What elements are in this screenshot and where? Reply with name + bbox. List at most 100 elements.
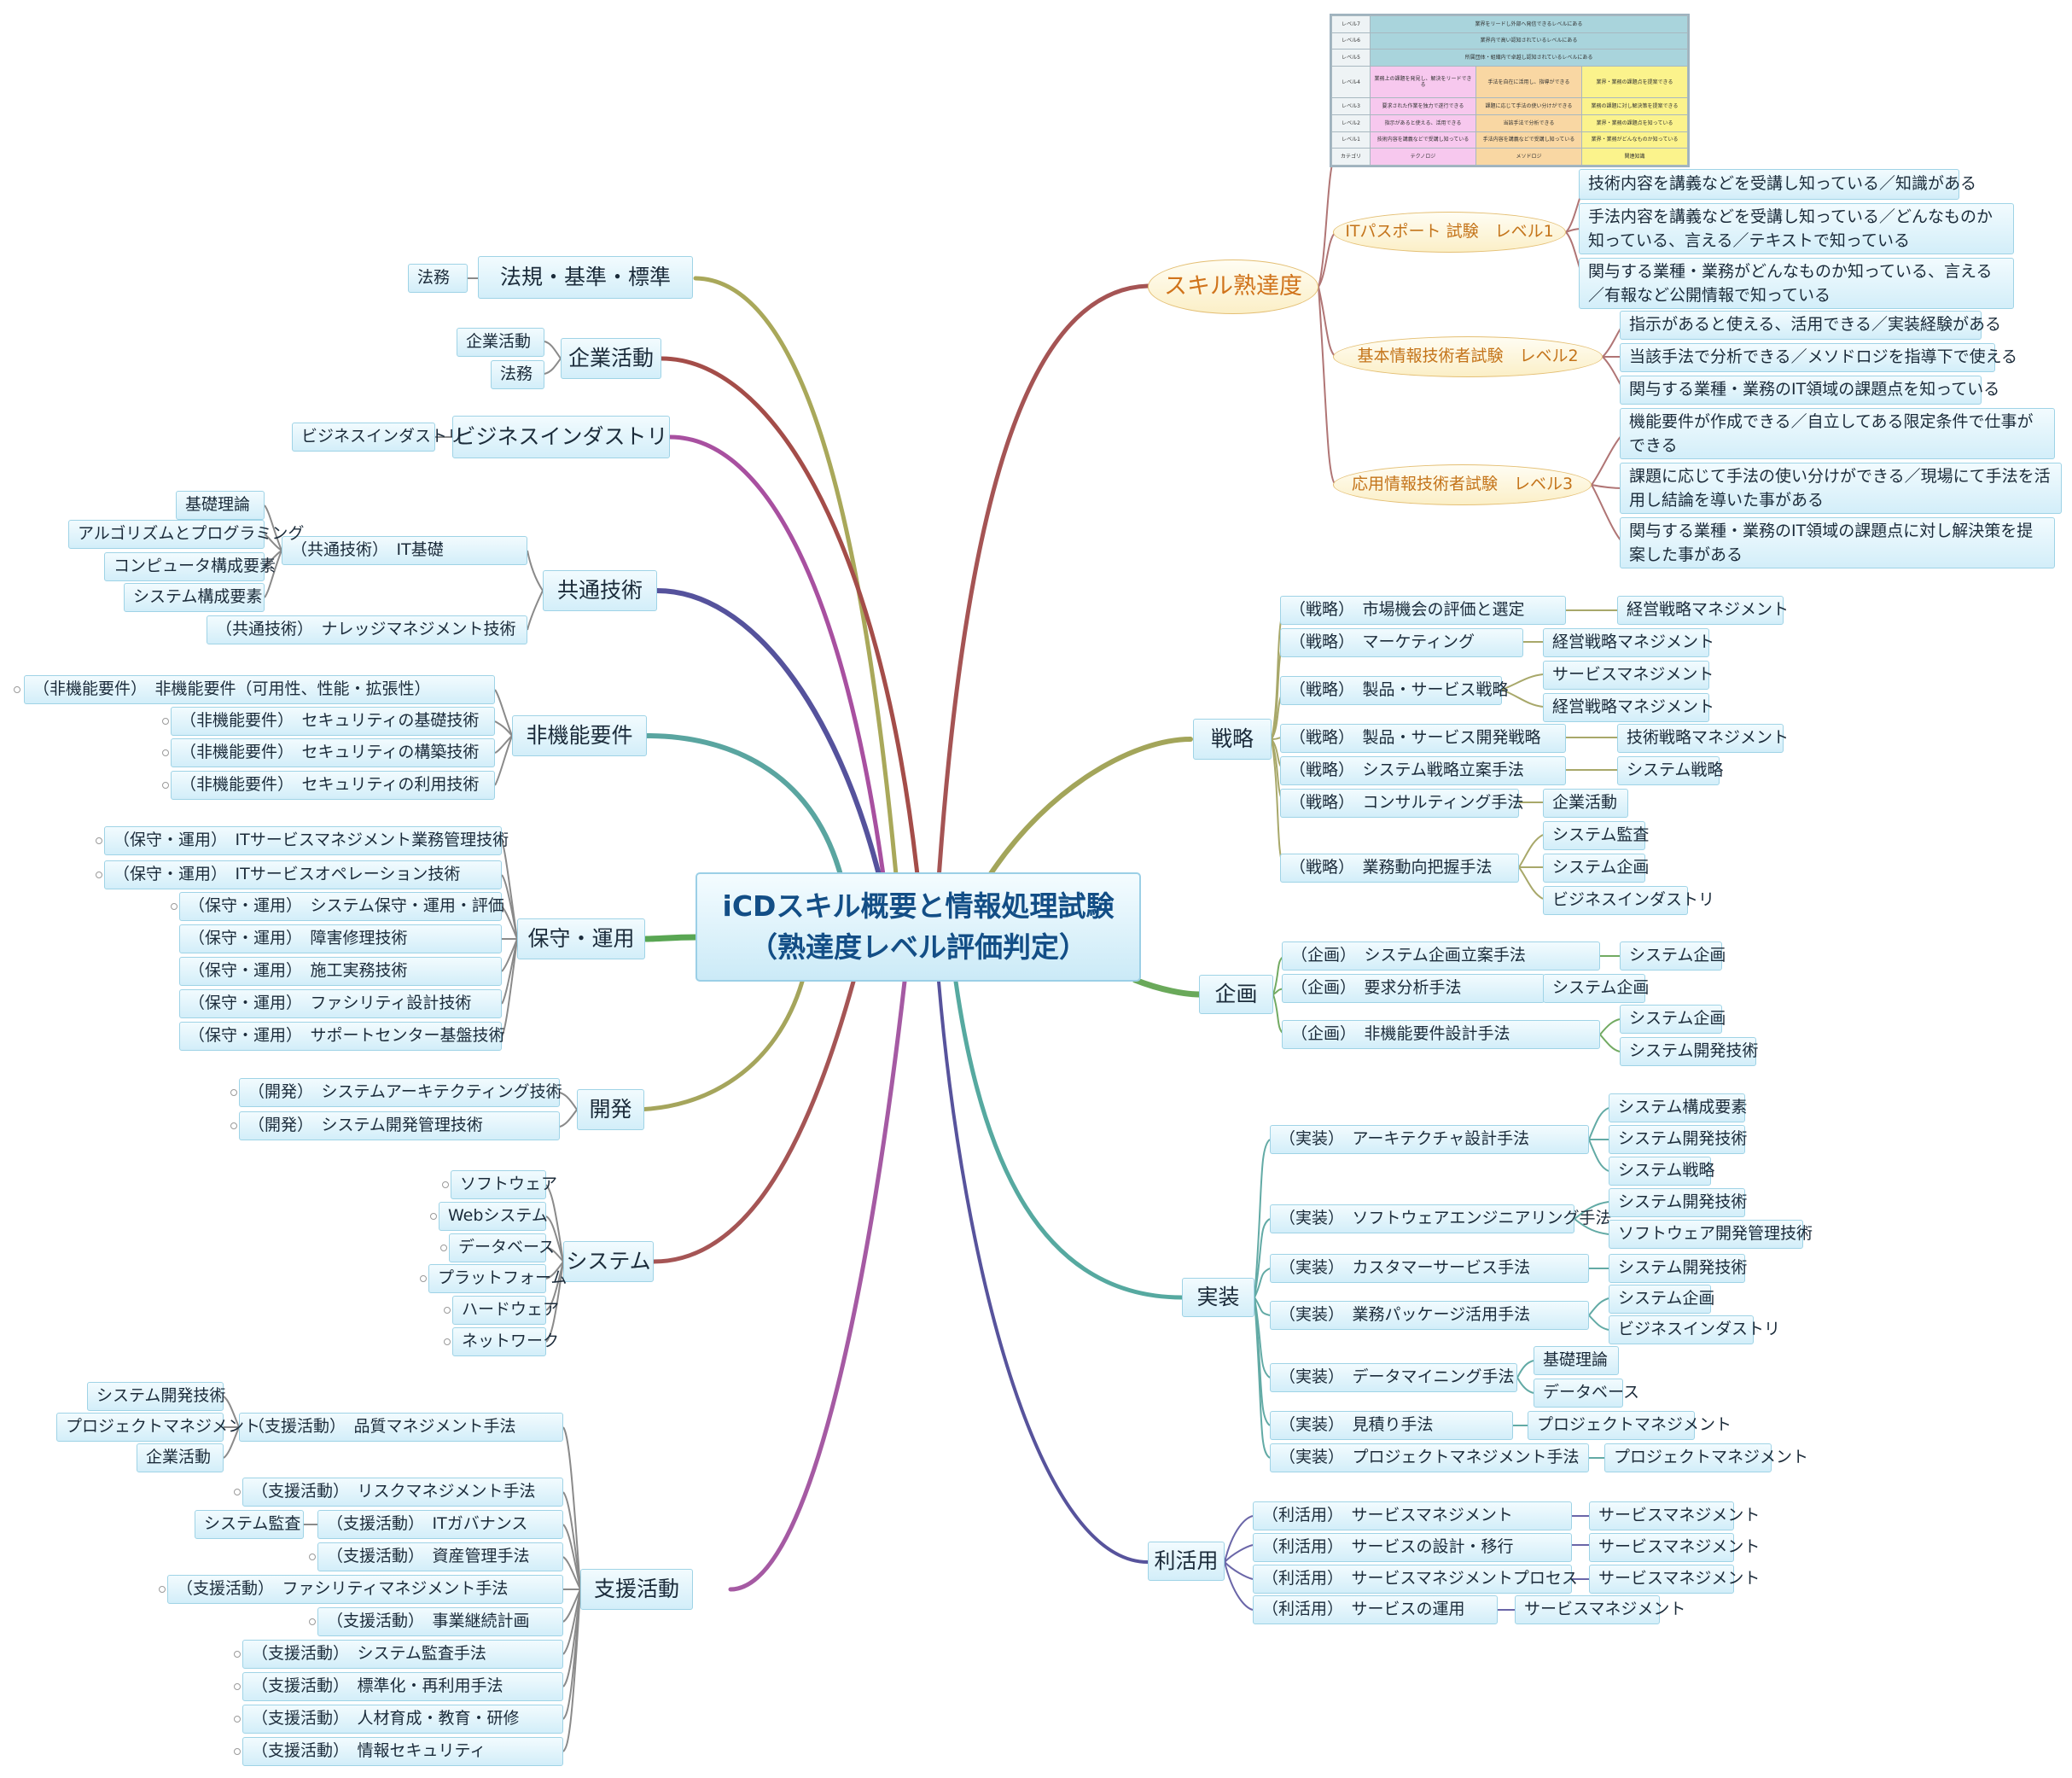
senryaku-item[interactable]: （戦略） マーケティング (1280, 628, 1523, 657)
kyotsu-leaf[interactable]: アルゴリズムとプログラミング (68, 520, 304, 549)
expand-toggle-icon[interactable] (234, 1489, 241, 1495)
hikino-item[interactable]: （非機能要件） セキュリティの基礎技術 (171, 707, 495, 736)
central-topic[interactable]: iCDスキル概要と情報処理試験 （熟達度レベル評価判定） (696, 872, 1141, 982)
topic-jisso[interactable]: 実装 (1182, 1278, 1254, 1317)
kyotsu-item[interactable]: （共通技術） ナレッジマネジメント技術 (207, 615, 527, 644)
senryaku-leaf[interactable]: システム戦略 (1617, 756, 1723, 785)
expand-toggle-icon[interactable] (162, 782, 169, 789)
hoshu-item[interactable]: （保守・運用） ITサービスマネジメント業務管理技術 (104, 826, 509, 855)
shien-item[interactable]: （支援活動） 情報セキュリティ (242, 1737, 563, 1766)
jisso-leaf[interactable]: システム開発技術 (1609, 1254, 1747, 1283)
expand-toggle-icon[interactable] (234, 1716, 241, 1723)
jisso-item[interactable]: （実装） 業務パッケージ活用手法 (1270, 1301, 1589, 1330)
expand-toggle-icon[interactable] (444, 1338, 451, 1345)
expand-toggle-icon[interactable] (234, 1683, 241, 1690)
shien-leaf[interactable]: プロジェクトマネジメント (56, 1413, 260, 1442)
rikatsu-item[interactable]: （利活用） サービスの運用 (1253, 1595, 1498, 1624)
rikatsu-item[interactable]: （利活用） サービスマネジメント (1253, 1501, 1572, 1530)
kikaku-item[interactable]: （企画） 要求分析手法 (1282, 974, 1545, 1003)
skill-item[interactable]: 手法内容を講義などを受講し知っている／どんなものか知っている、言える／テキストで… (1579, 203, 2014, 254)
skill-item[interactable]: 関与する業種・業務がどんなものか知っている、言える／有報など公開情報で知っている (1579, 258, 2014, 309)
senryaku-leaf[interactable]: 企業活動 (1543, 789, 1628, 818)
kigyo-leaf[interactable]: 企業活動 (457, 328, 544, 357)
system-leaf[interactable]: ネットワーク (452, 1327, 559, 1356)
jisso-leaf[interactable]: システム開発技術 (1609, 1125, 1747, 1154)
topic-shien[interactable]: 支援活動 (580, 1569, 693, 1610)
system-leaf[interactable]: Webシステム (439, 1202, 548, 1231)
hikino-item[interactable]: （非機能要件） セキュリティの構築技術 (171, 738, 495, 767)
expand-toggle-icon[interactable] (440, 1245, 447, 1251)
hoshu-item[interactable]: （保守・運用） ITサービスオペレーション技術 (104, 860, 502, 889)
senryaku-leaf[interactable]: 経営戦略マネジメント (1543, 693, 1714, 722)
kikaku-leaf[interactable]: システム企画 (1543, 974, 1649, 1003)
jisso-item[interactable]: （実装） データマイニング手法 (1270, 1363, 1517, 1392)
shien-item[interactable]: （支援活動） 事業継続計画 (317, 1607, 563, 1636)
jisso-item[interactable]: （実装） アーキテクチャ設計手法 (1270, 1125, 1589, 1154)
kikaku-item[interactable]: （企画） システム企画立案手法 (1282, 941, 1600, 971)
jisso-item[interactable]: （実装） カスタマーサービス手法 (1270, 1254, 1589, 1283)
senryaku-leaf[interactable]: 経営戦略マネジメント (1617, 596, 1789, 625)
shien-item[interactable]: （支援活動） 人材育成・教育・研修 (242, 1705, 563, 1734)
senryaku-item[interactable]: （戦略） コンサルティング手法 (1280, 789, 1523, 818)
expand-toggle-icon[interactable] (230, 1122, 237, 1129)
expand-toggle-icon[interactable] (159, 1586, 166, 1593)
system-leaf[interactable]: プラットフォーム (428, 1264, 567, 1293)
shien-item[interactable]: （支援活動） ITガバナンス (317, 1510, 563, 1539)
senryaku-item[interactable]: （戦略） システム戦略立案手法 (1280, 756, 1566, 785)
jisso-leaf[interactable]: データベース (1534, 1379, 1639, 1408)
kyotsu-item[interactable]: （共通技術） IT基礎 (282, 536, 527, 565)
expand-toggle-icon[interactable] (230, 1089, 237, 1096)
hoshu-item[interactable]: （保守・運用） ファシリティ設計技術 (179, 989, 502, 1018)
skill-item[interactable]: 技術内容を講義などを受講し知っている／知識がある (1579, 169, 1976, 200)
shien-item[interactable]: （支援活動） 品質マネジメント手法 (239, 1413, 563, 1442)
system-leaf[interactable]: データベース (449, 1233, 555, 1262)
expand-toggle-icon[interactable] (162, 718, 169, 725)
jisso-item[interactable]: （実装） ソフトウェアエンジニアリング手法 (1270, 1204, 1612, 1233)
shien-leaf[interactable]: システム監査 (195, 1510, 304, 1539)
expand-toggle-icon[interactable] (430, 1213, 437, 1220)
senryaku-item[interactable]: （戦略） 市場機会の評価と選定 (1280, 596, 1566, 625)
exam-applied[interactable]: 応用情報技術者試験 レベル3 (1333, 464, 1592, 505)
rikatsu-item[interactable]: （利活用） サービスの設計・移行 (1253, 1533, 1572, 1562)
biz-leaf[interactable]: ビジネスインダストリ (292, 423, 463, 452)
expand-toggle-icon[interactable] (420, 1275, 427, 1282)
expand-toggle-icon[interactable] (442, 1181, 449, 1188)
topic-kyotsu[interactable]: 共通技術 (543, 570, 657, 611)
jisso-leaf[interactable]: システム開発技術 (1609, 1188, 1747, 1217)
topic-skill-level[interactable]: スキル熟達度 (1148, 259, 1318, 314)
system-leaf[interactable]: ハードウェア (452, 1296, 559, 1325)
exam-fundamental[interactable]: 基本情報技術者試験 レベル2 (1333, 336, 1603, 377)
expand-toggle-icon[interactable] (309, 1554, 316, 1560)
kyotsu-leaf[interactable]: コンピュータ構成要素 (104, 552, 276, 581)
senryaku-item[interactable]: （戦略） 製品・サービス戦略 (1280, 676, 1509, 705)
expand-toggle-icon[interactable] (96, 872, 102, 878)
kyotsu-leaf[interactable]: システム構成要素 (124, 583, 265, 612)
expand-toggle-icon[interactable] (234, 1651, 241, 1658)
houki-leaf[interactable]: 法務 (408, 264, 468, 293)
senryaku-leaf[interactable]: システム企画 (1543, 854, 1649, 883)
expand-toggle-icon[interactable] (171, 903, 178, 910)
skill-item[interactable]: 指示があると使える、活用できる／実装経験がある (1620, 311, 2001, 340)
shien-leaf[interactable]: 企業活動 (137, 1443, 224, 1472)
hikino-item[interactable]: （非機能要件） セキュリティの利用技術 (171, 771, 495, 800)
topic-kaihatsu[interactable]: 開発 (577, 1089, 644, 1130)
expand-toggle-icon[interactable] (162, 749, 169, 756)
topic-senryaku[interactable]: 戦略 (1193, 719, 1272, 760)
topic-hoshu[interactable]: 保守・運用 (517, 918, 645, 959)
jisso-leaf[interactable]: プロジェクトマネジメント (1604, 1443, 1808, 1472)
senryaku-item[interactable]: （戦略） 業務動向把握手法 (1280, 854, 1519, 883)
topic-rikatsu[interactable]: 利活用 (1148, 1542, 1225, 1581)
hoshu-item[interactable]: （保守・運用） システム保守・運用・評価 (179, 892, 504, 921)
rikatsu-leaf[interactable]: サービスマネジメント (1589, 1501, 1760, 1530)
jisso-leaf[interactable]: システム構成要素 (1609, 1093, 1747, 1122)
hoshu-item[interactable]: （保守・運用） 施工実務技術 (179, 957, 502, 986)
jisso-leaf[interactable]: ビジネスインダストリ (1609, 1315, 1780, 1344)
senryaku-leaf[interactable]: システム監査 (1543, 821, 1649, 850)
jisso-leaf[interactable]: システム戦略 (1609, 1157, 1714, 1186)
shien-item[interactable]: （支援活動） 標準化・再利用手法 (242, 1672, 563, 1701)
hikino-item[interactable]: （非機能要件） 非機能要件（可用性、性能・拡張性） (24, 675, 495, 704)
jisso-leaf[interactable]: プロジェクトマネジメント (1528, 1411, 1732, 1440)
shien-item[interactable]: （支援活動） システム監査手法 (242, 1640, 563, 1669)
senryaku-leaf[interactable]: 技術戦略マネジメント (1617, 724, 1789, 753)
rikatsu-leaf[interactable]: サービスマネジメント (1589, 1533, 1760, 1562)
